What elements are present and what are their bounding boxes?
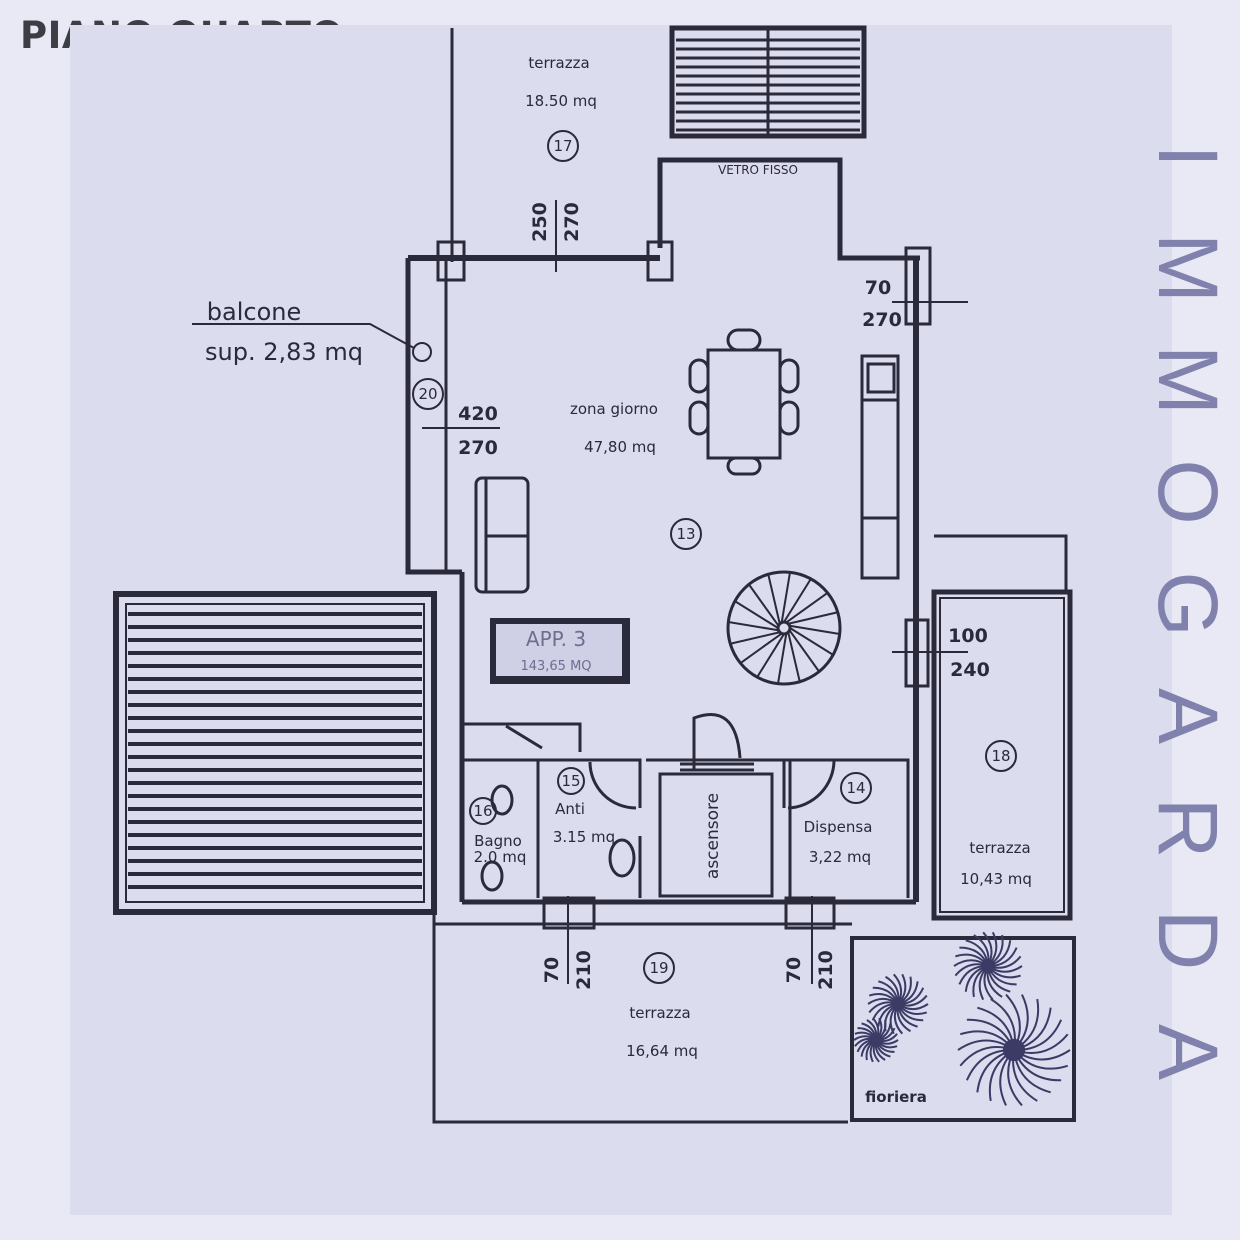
dispensa-area: 3,22 mq: [809, 848, 871, 866]
garage-left: [113, 591, 437, 915]
dim-4-width: 100: [948, 625, 988, 647]
brand-letter: A: [1141, 1023, 1235, 1081]
balcone-name: balcone: [207, 298, 301, 326]
brand-letter: A: [1141, 687, 1235, 745]
dim-2-width: 70: [865, 277, 891, 299]
hatch-line: [730, 631, 780, 645]
terrazza-17-number: 17: [553, 137, 572, 155]
terrazza-18-number: 18: [991, 747, 1010, 765]
app-plate: [490, 618, 630, 684]
hatch-line: [734, 600, 779, 629]
kitchen-counter: [860, 354, 900, 580]
terrazza-19-area: 16,64 mq: [626, 1042, 698, 1060]
anti-name: Anti: [555, 800, 585, 818]
dim-3-height: 270: [458, 437, 498, 459]
balcone-leader: [192, 323, 432, 362]
dim-2-height: 270: [862, 309, 902, 331]
zona-giorno-name: zona giorno: [570, 400, 658, 418]
bagno-number: 16: [473, 802, 492, 820]
dim-5-height: 210: [573, 950, 595, 990]
zona-giorno-area: 47,80 mq: [584, 438, 656, 456]
brand-watermark: I M M O G A R D A: [1141, 100, 1235, 1110]
hatch-line: [788, 629, 820, 673]
anti-area: 3.15 mq: [553, 828, 615, 846]
bagno-name: Bagno: [474, 832, 522, 850]
dim-6-height: 210: [815, 950, 837, 990]
ascensore-label: ascensore: [703, 793, 723, 879]
dimension-lines: [422, 200, 968, 984]
hatch-line: [756, 633, 785, 678]
plant-center: [1002, 1038, 1026, 1062]
door-swings: [505, 712, 836, 810]
sofa: [474, 476, 530, 594]
brand-letter: R: [1141, 797, 1235, 859]
room-number-circles: [412, 130, 1017, 984]
dim-6-width: 70: [783, 957, 805, 983]
spiral-staircase: [726, 570, 842, 686]
hatch-line: [785, 592, 829, 624]
balcone-area: sup. 2,83 mq: [205, 338, 363, 366]
hatch-line: [787, 632, 801, 682]
app-name: APP. 3: [526, 627, 586, 651]
brand-letter: O: [1141, 459, 1235, 525]
terrazza-18-area: 10,43 mq: [960, 870, 1032, 888]
hatch-line: [780, 572, 791, 623]
sanitary-fixtures: [480, 784, 636, 892]
dim-1-height: 270: [561, 202, 583, 242]
dispensa-number: 14: [846, 779, 865, 797]
terrazza-19-number: 19: [649, 959, 668, 977]
balcone-number: 20: [418, 385, 437, 403]
brand-letter: D: [1141, 909, 1235, 971]
walls: [405, 28, 1076, 1124]
dim-1-width: 250: [529, 202, 551, 242]
hatch-line: [748, 583, 780, 627]
hatch-line: [767, 574, 781, 624]
brand-letter: G: [1141, 571, 1235, 637]
brand-letter: M: [1141, 345, 1235, 415]
plant-center: [891, 997, 905, 1011]
anti-number: 15: [561, 772, 580, 790]
dispensa-name: Dispensa: [804, 818, 873, 836]
plant-center: [871, 1035, 881, 1045]
fioriera-label: fioriera: [865, 1088, 927, 1106]
plant-symbols: [853, 931, 1071, 1107]
hatch-line: [783, 578, 812, 623]
shutter-top: [669, 25, 867, 139]
terrazza-19-name: terrazza: [629, 1004, 690, 1022]
dim-3-width: 420: [458, 403, 498, 425]
brand-letter: M: [1141, 233, 1235, 303]
hatch-line: [728, 621, 779, 632]
terrazza-17-name: terrazza: [528, 54, 589, 72]
dining-table: [688, 328, 800, 476]
hatch-line: [788, 611, 838, 625]
dim-4-height: 240: [950, 659, 990, 681]
brand-letter: I: [1141, 144, 1235, 168]
hatch-line: [777, 633, 788, 684]
app-area: 143,65 MQ: [520, 659, 591, 674]
zona-giorno-number: 13: [676, 525, 695, 543]
hatch-line: [789, 627, 834, 656]
hatch-line: [739, 632, 783, 664]
vetro-fisso-label: VETRO FISSO: [718, 163, 798, 177]
dim-5-width: 70: [541, 957, 563, 983]
hatch-line: [789, 624, 840, 635]
plant-center: [980, 958, 996, 974]
bagno-area: 2.0 mq: [474, 848, 527, 866]
terrazza-17-area: 18.50 mq: [525, 92, 597, 110]
terrazza-18-name: terrazza: [969, 839, 1030, 857]
